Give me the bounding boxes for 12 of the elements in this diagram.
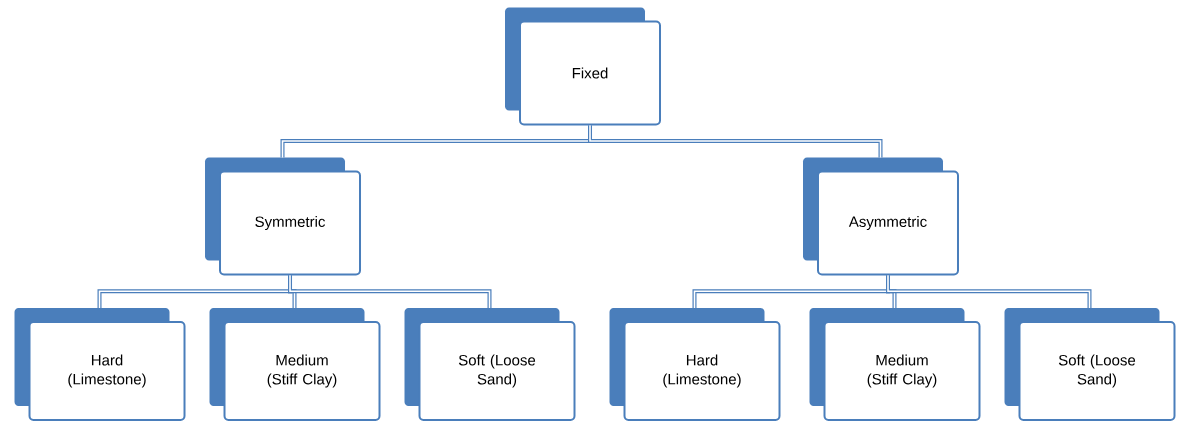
box: Medium (Stiff Clay) — [809, 308, 981, 421]
connector — [886, 274, 1092, 309]
connector — [288, 274, 492, 309]
connector — [588, 124, 883, 159]
box: Hard (Limestone) — [14, 308, 186, 421]
box: Symmetric — [205, 157, 361, 276]
box: Soft (Loose Sand) — [1004, 308, 1176, 421]
box: Medium (Stiff Clay) — [209, 308, 381, 421]
box: Hard (Limestone) — [609, 308, 781, 421]
box: Soft (Loose Sand) — [404, 308, 576, 421]
box: Asymmetric — [803, 157, 959, 276]
box: Fixed — [505, 7, 661, 126]
